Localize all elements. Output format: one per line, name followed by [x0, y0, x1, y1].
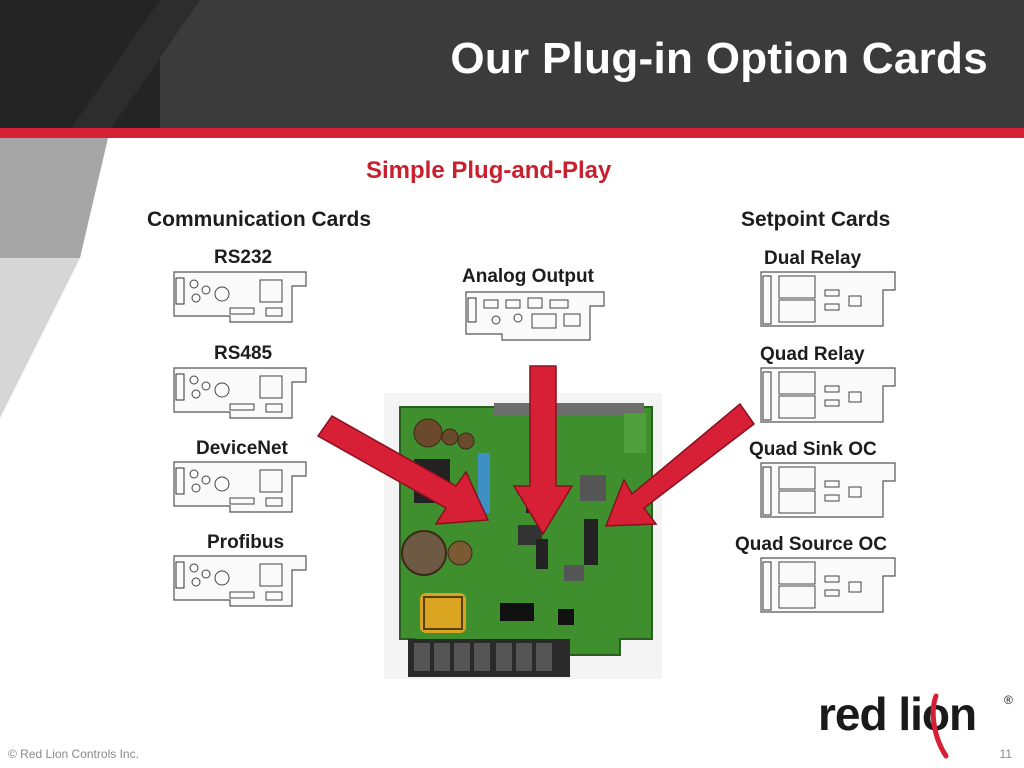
- slide-title: Our Plug-in Option Cards: [450, 34, 988, 83]
- page-number: 11: [999, 747, 1012, 761]
- accent-band: [0, 128, 1024, 138]
- card-label-dual-relay: Dual Relay: [764, 248, 862, 269]
- card-label-quad-source-oc: Quad Source OC: [735, 534, 888, 555]
- analog-output-card-image: [465, 291, 605, 341]
- communication-heading: Communication Cards: [147, 208, 372, 231]
- logo-text: red lion: [818, 688, 976, 740]
- rs485-card-image: [173, 367, 307, 419]
- logo-registered: ®: [1004, 693, 1013, 707]
- card-label-devicenet: DeviceNet: [196, 438, 288, 459]
- card-label-rs485: RS485: [214, 343, 273, 364]
- slide-header: Our Plug-in Option Cards: [0, 0, 1024, 130]
- profibus-card-image: [173, 555, 307, 607]
- card-label-profibus: Profibus: [207, 532, 285, 553]
- footer-copyright: © Red Lion Controls Inc.: [8, 747, 139, 761]
- subtitle: Simple Plug-and-Play: [366, 157, 612, 184]
- devicenet-card-image: [173, 461, 307, 513]
- dual-relay-card-image: [760, 271, 896, 327]
- left-decoration: [0, 138, 108, 418]
- header-diagonal: [70, 0, 200, 130]
- quad-source-oc-card-image: [760, 557, 896, 613]
- quad-relay-card-image: [760, 367, 896, 423]
- card-label-rs232: RS232: [214, 247, 273, 268]
- rs232-card-image: [173, 271, 307, 323]
- card-label-analog-output: Analog Output: [462, 266, 594, 287]
- card-label-quad-relay: Quad Relay: [760, 344, 865, 365]
- setpoint-heading: Setpoint Cards: [741, 208, 891, 231]
- main-board-image: [384, 393, 662, 679]
- logo-swoosh: [930, 693, 949, 759]
- card-label-quad-sink-oc: Quad Sink OC: [749, 439, 877, 460]
- red-lion-logo: red lion ®: [818, 688, 1013, 759]
- quad-sink-oc-card-image: [760, 462, 896, 518]
